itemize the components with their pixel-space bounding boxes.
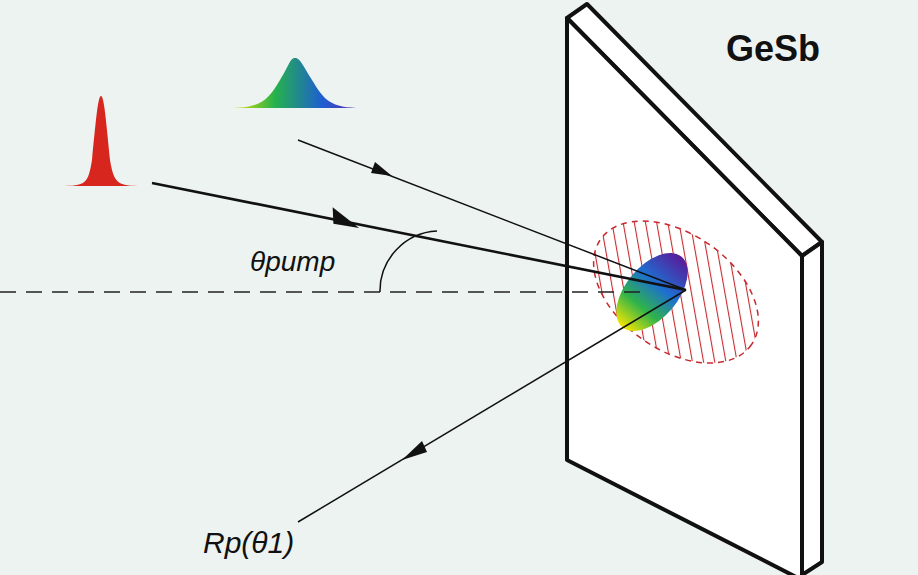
pump-arrowhead (330, 207, 363, 229)
surface-normal (0, 291, 640, 293)
angle-arc (380, 231, 437, 292)
reflectance-label: Rp(θ1) (203, 526, 294, 560)
pump-beam (152, 183, 686, 290)
reflected-arrowhead (402, 441, 427, 460)
probe-arrowhead (371, 162, 392, 176)
probe-beam (298, 140, 686, 290)
reflected-beam (298, 290, 686, 522)
probe-spot (603, 240, 702, 344)
probe-pulse (228, 58, 362, 108)
angle-label: θpump (250, 246, 335, 278)
pump-pulse (60, 96, 142, 186)
sample-slab (567, 4, 822, 575)
material-label: GeSb (726, 28, 820, 70)
